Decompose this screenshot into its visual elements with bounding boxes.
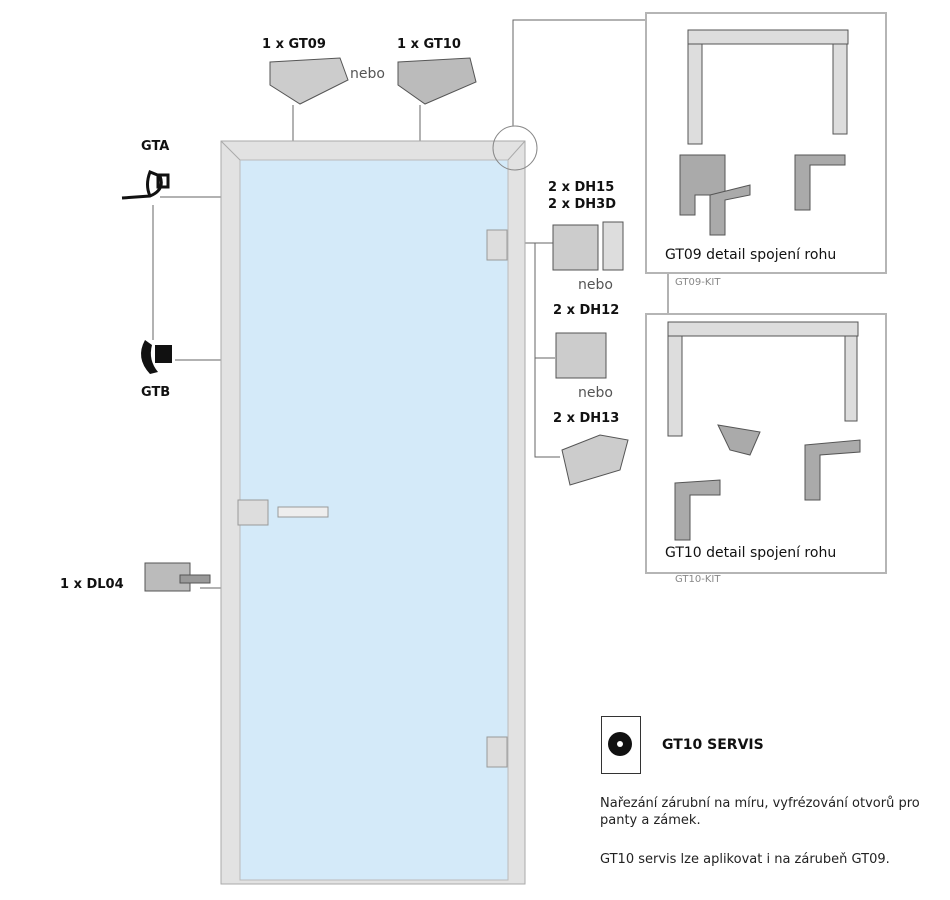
gt10-detail-caption: GT10 detail spojení rohu [665,545,837,561]
gt09-corner-detail [679,29,849,236]
servis-text-1: Nařezání zárubní na míru, vyfrézování ot… [600,796,920,828]
gt10-kit-label: GT10-KIT [675,574,721,585]
door-frame [220,140,526,885]
corner-detail-circle [492,125,538,171]
gta-label: GTA [141,139,170,154]
hinge-bottom [486,736,508,768]
gt09-detail-box [645,12,887,274]
gt10-profile-image [397,57,477,105]
servis-title: GT10 SERVIS [662,737,764,753]
gt09-detail-caption: GT09 detail spojení rohu [665,247,837,263]
dh13-image [561,434,629,486]
dl04-image [144,562,211,592]
or-label: nebo [578,385,613,401]
or-label: nebo [350,66,385,82]
dh12-image [555,332,607,379]
dh13-label: 2 x DH13 [553,411,620,426]
dh15-label: 2 x DH15 [548,180,615,195]
gt10-label: 1 x GT10 [397,37,461,52]
dh12-label: 2 x DH12 [553,303,620,318]
or-label: nebo [578,277,613,293]
servis-text-2: GT10 servis lze aplikovat i na zárubeň G… [600,852,890,867]
gt10-detail-box [645,313,887,574]
servis-icon-frame [601,716,641,774]
gtb-label: GTB [141,385,171,400]
gtb-seal-icon [141,340,172,374]
dl04-label: 1 x DL04 [60,577,124,592]
dh15-image [552,221,624,271]
dh3d-label: 2 x DH3D [548,197,616,212]
hinge-top [486,229,508,261]
lock-handle [277,506,329,518]
saw-blade-icon [608,732,632,756]
gt09-kit-label: GT09-KIT [675,277,721,288]
lock-plate [237,499,269,526]
gta-seal-icon [121,170,170,200]
gt09-label: 1 x GT09 [262,37,326,52]
gt10-corner-detail [667,321,861,541]
gt09-profile-image [269,57,349,105]
